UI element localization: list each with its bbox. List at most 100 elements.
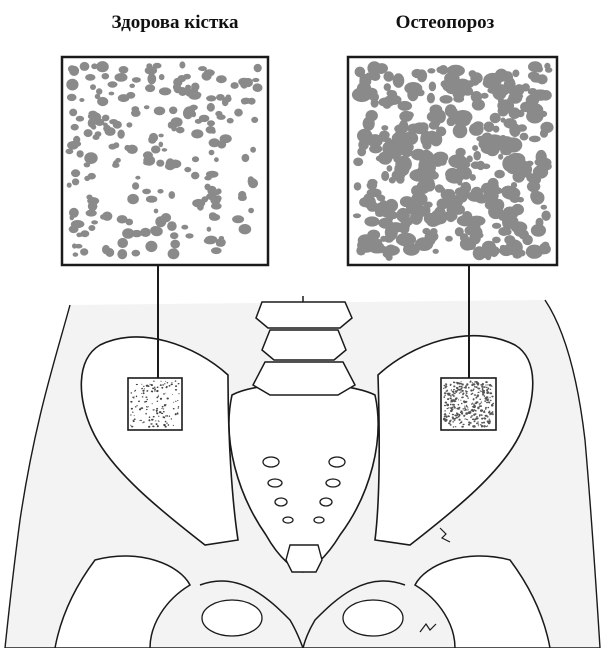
bone-pore [541, 205, 547, 210]
bone-pore [477, 421, 479, 422]
bone-pore [458, 407, 460, 409]
bone-pore [464, 406, 465, 407]
bone-pore [466, 393, 468, 394]
bone-pore [514, 224, 526, 237]
bone-pore [427, 111, 442, 123]
bone-pore [248, 208, 254, 214]
bone-pore [512, 70, 519, 78]
bone-pore [403, 243, 420, 255]
small-sample-healthy [128, 378, 182, 430]
bone-pore [185, 233, 193, 238]
bone-pore [166, 423, 167, 424]
bone-pore [491, 386, 493, 387]
bone-pore [248, 179, 258, 189]
bone-pore [468, 421, 470, 423]
bone-pore [449, 413, 450, 414]
bone-pore [163, 393, 165, 394]
bone-pore [445, 104, 457, 117]
bone-pore [205, 236, 218, 244]
bone-pore [102, 115, 110, 122]
bone-pore [448, 415, 450, 416]
bone-pore [161, 387, 163, 389]
bone-pore [542, 242, 550, 249]
bone-pore [169, 385, 171, 387]
bone-pore [73, 252, 79, 256]
bone-pore [395, 140, 409, 151]
bone-pore [480, 424, 482, 425]
bone-pore [474, 381, 476, 382]
bone-pore [90, 84, 96, 90]
bone-pore [162, 384, 164, 386]
bone-pore [71, 169, 80, 177]
bone-pore [507, 165, 521, 174]
bone-pore [109, 92, 115, 96]
bone-pore [157, 189, 163, 194]
bone-pore [476, 401, 479, 403]
bone-pore [475, 403, 476, 404]
bone-pore [72, 243, 77, 248]
bone-pore [460, 410, 462, 412]
bone-pore [475, 397, 477, 399]
bone-pore [207, 103, 215, 112]
bone-pore [135, 176, 140, 180]
bone-pore [353, 158, 363, 167]
bone-pore [444, 410, 446, 411]
bone-pore [462, 393, 464, 395]
bone-pore [134, 396, 135, 397]
bone-pore [132, 182, 139, 190]
bone-pore [470, 389, 472, 391]
bone-pore [381, 125, 388, 131]
bone-pore [167, 398, 169, 400]
bone-pore [170, 232, 178, 239]
bone-pore [452, 404, 454, 406]
bone-pore [500, 147, 512, 155]
bone-pore [238, 195, 247, 201]
bone-pore [152, 403, 153, 404]
bone-pore [447, 398, 449, 400]
bone-pore [536, 66, 543, 73]
bone-pore [113, 142, 119, 148]
bone-pore [480, 414, 482, 416]
bone-pore [386, 254, 393, 261]
bone-pore [134, 418, 136, 420]
bone-pore [159, 74, 165, 80]
bone-pore [441, 80, 450, 88]
bone-pore [145, 397, 147, 398]
bone-pore [154, 390, 156, 391]
bone-pore [429, 121, 439, 130]
bone-pore [420, 205, 431, 215]
bone-pore [171, 382, 173, 383]
bone-pore [489, 384, 491, 386]
bone-pore [447, 408, 449, 409]
bone-pore [167, 382, 169, 383]
bone-pore [452, 407, 453, 409]
bone-pore [479, 414, 481, 415]
bone-pore [472, 403, 473, 404]
bone-pore [178, 87, 187, 96]
bone-pore [250, 147, 256, 153]
bone-pore [154, 209, 159, 214]
bone-pore [69, 208, 79, 218]
bone-pore [162, 406, 164, 408]
bone-pore [149, 416, 151, 418]
bone-pore [144, 388, 145, 389]
bone-pore [528, 89, 537, 95]
bone-pore [88, 201, 98, 211]
bone-pore [482, 392, 485, 394]
bone-pore [445, 212, 458, 222]
bone-pore [409, 216, 416, 223]
bone-pore [486, 402, 488, 404]
bone-pore [446, 391, 448, 392]
bone-pore [146, 196, 157, 203]
bone-pore [184, 167, 191, 172]
bone-pore [178, 393, 179, 394]
bone-pore [143, 392, 145, 394]
bone-pore [471, 403, 473, 404]
bone-pore [450, 385, 452, 386]
bone-pore [165, 421, 167, 423]
bone-pore [455, 79, 470, 92]
bone-pore [103, 123, 108, 127]
bone-pore [489, 392, 492, 394]
bone-pore [486, 399, 489, 401]
bone-pore [175, 401, 177, 402]
